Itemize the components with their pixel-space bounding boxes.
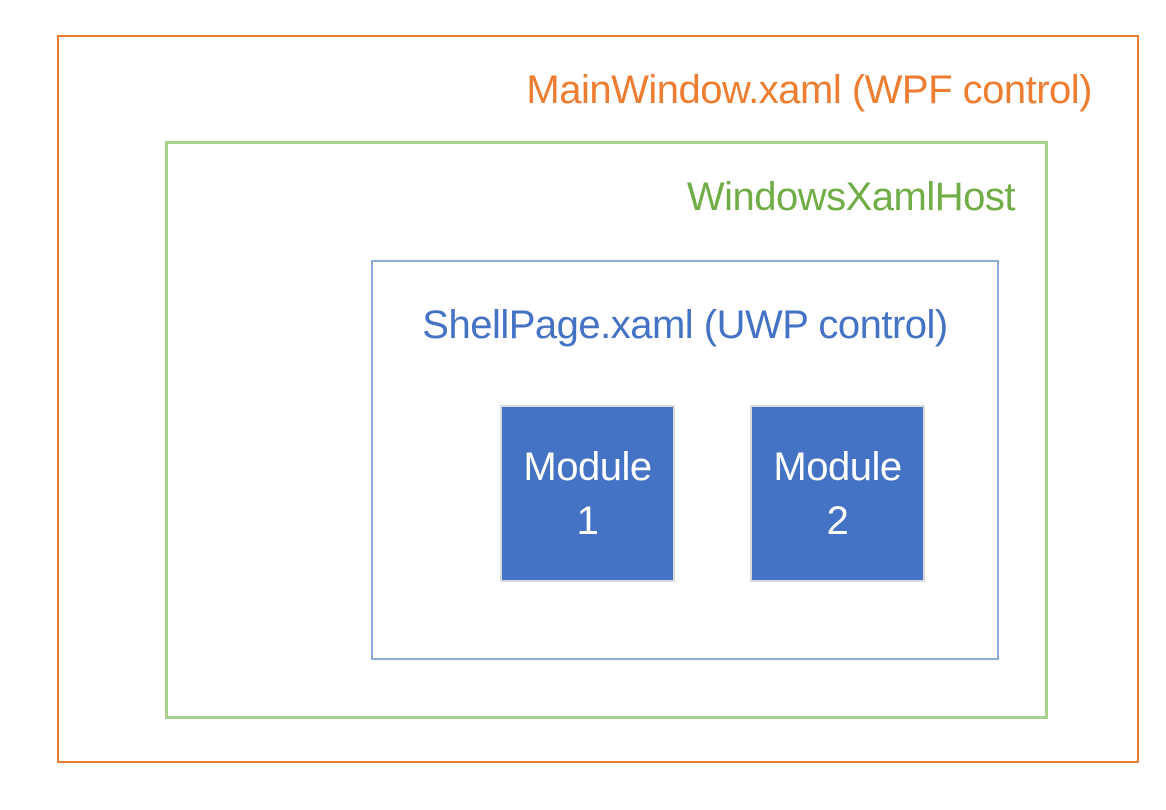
module-1-box: Module 1 bbox=[500, 405, 675, 582]
module-1-name: Module bbox=[523, 444, 652, 489]
shell-page-label: ShellPage.xaml (UWP control) bbox=[422, 303, 948, 347]
main-window-label: MainWindow.xaml (WPF control) bbox=[526, 68, 1092, 112]
xaml-host-box: WindowsXamlHost ShellPage.xaml (UWP cont… bbox=[165, 141, 1048, 719]
main-window-box: MainWindow.xaml (WPF control) WindowsXam… bbox=[57, 35, 1139, 763]
module-1-number: 1 bbox=[576, 498, 599, 543]
xaml-host-label: WindowsXamlHost bbox=[686, 175, 1016, 219]
shell-page-box: ShellPage.xaml (UWP control) Module 1 Mo… bbox=[371, 260, 999, 660]
module-2-number: 2 bbox=[826, 498, 849, 543]
module-2-name: Module bbox=[773, 444, 902, 489]
module-2-box: Module 2 bbox=[750, 405, 925, 582]
